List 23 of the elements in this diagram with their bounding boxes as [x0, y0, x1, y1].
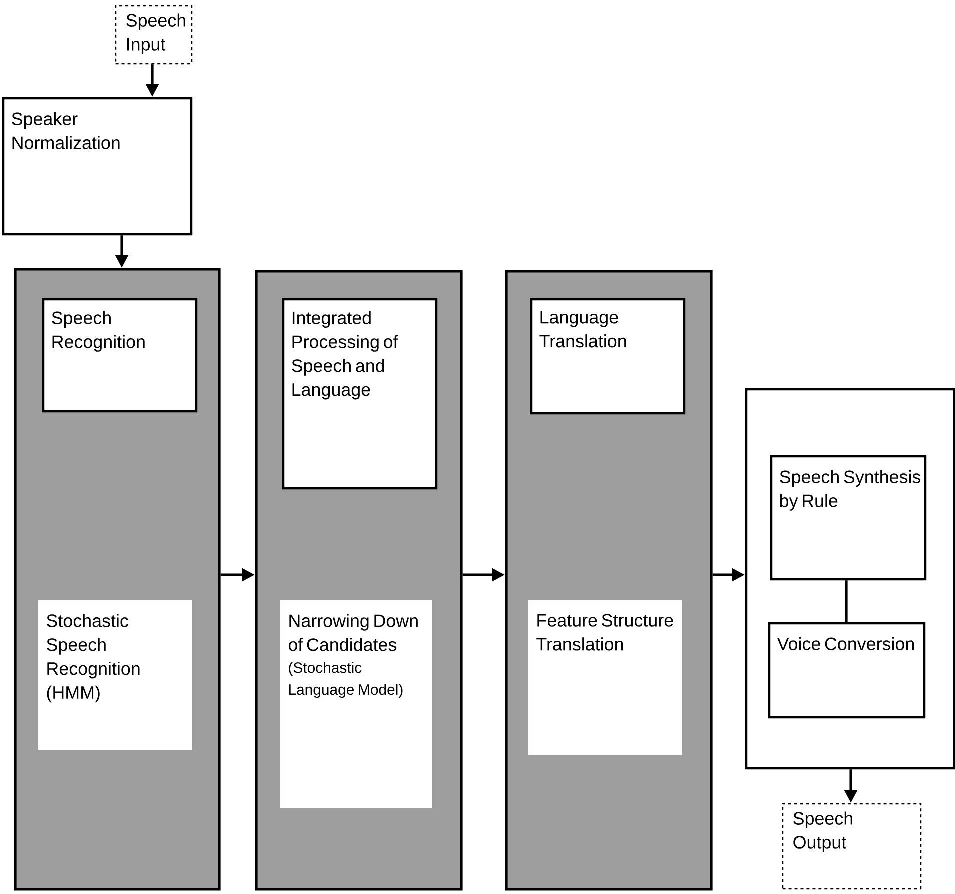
node-text: Speech Input — [126, 14, 186, 54]
node-text: Integrated Processing of Speech and Language — [292, 311, 398, 400]
node-text: Speaker Normalization — [12, 112, 120, 150]
terminal-box — [782, 803, 922, 890]
method-panel — [280, 600, 432, 808]
node-text: Speech Output — [794, 812, 852, 852]
node-text: (Stochastic Language Model) — [289, 662, 403, 698]
process-box — [2, 97, 193, 236]
node-text: Feature Structure Translation — [536, 614, 674, 651]
process-box — [770, 455, 927, 581]
node-text: Speech Synthesis by Rule — [780, 470, 921, 511]
method-panel — [528, 600, 682, 756]
method-panel — [38, 600, 192, 750]
terminal-box — [115, 5, 193, 65]
process-box — [42, 298, 198, 413]
node-text: Narrowing Down of Candidates — [288, 614, 418, 652]
process-box — [530, 298, 686, 415]
node-text: Speech Recognition — [52, 311, 145, 352]
process-box — [768, 622, 926, 719]
node-text: Voice Conversion — [777, 637, 914, 650]
process-box — [282, 298, 438, 490]
node-text: Language Translation — [540, 311, 626, 348]
node-text: Stochastic Speech Recognition (HMM) — [47, 614, 140, 703]
